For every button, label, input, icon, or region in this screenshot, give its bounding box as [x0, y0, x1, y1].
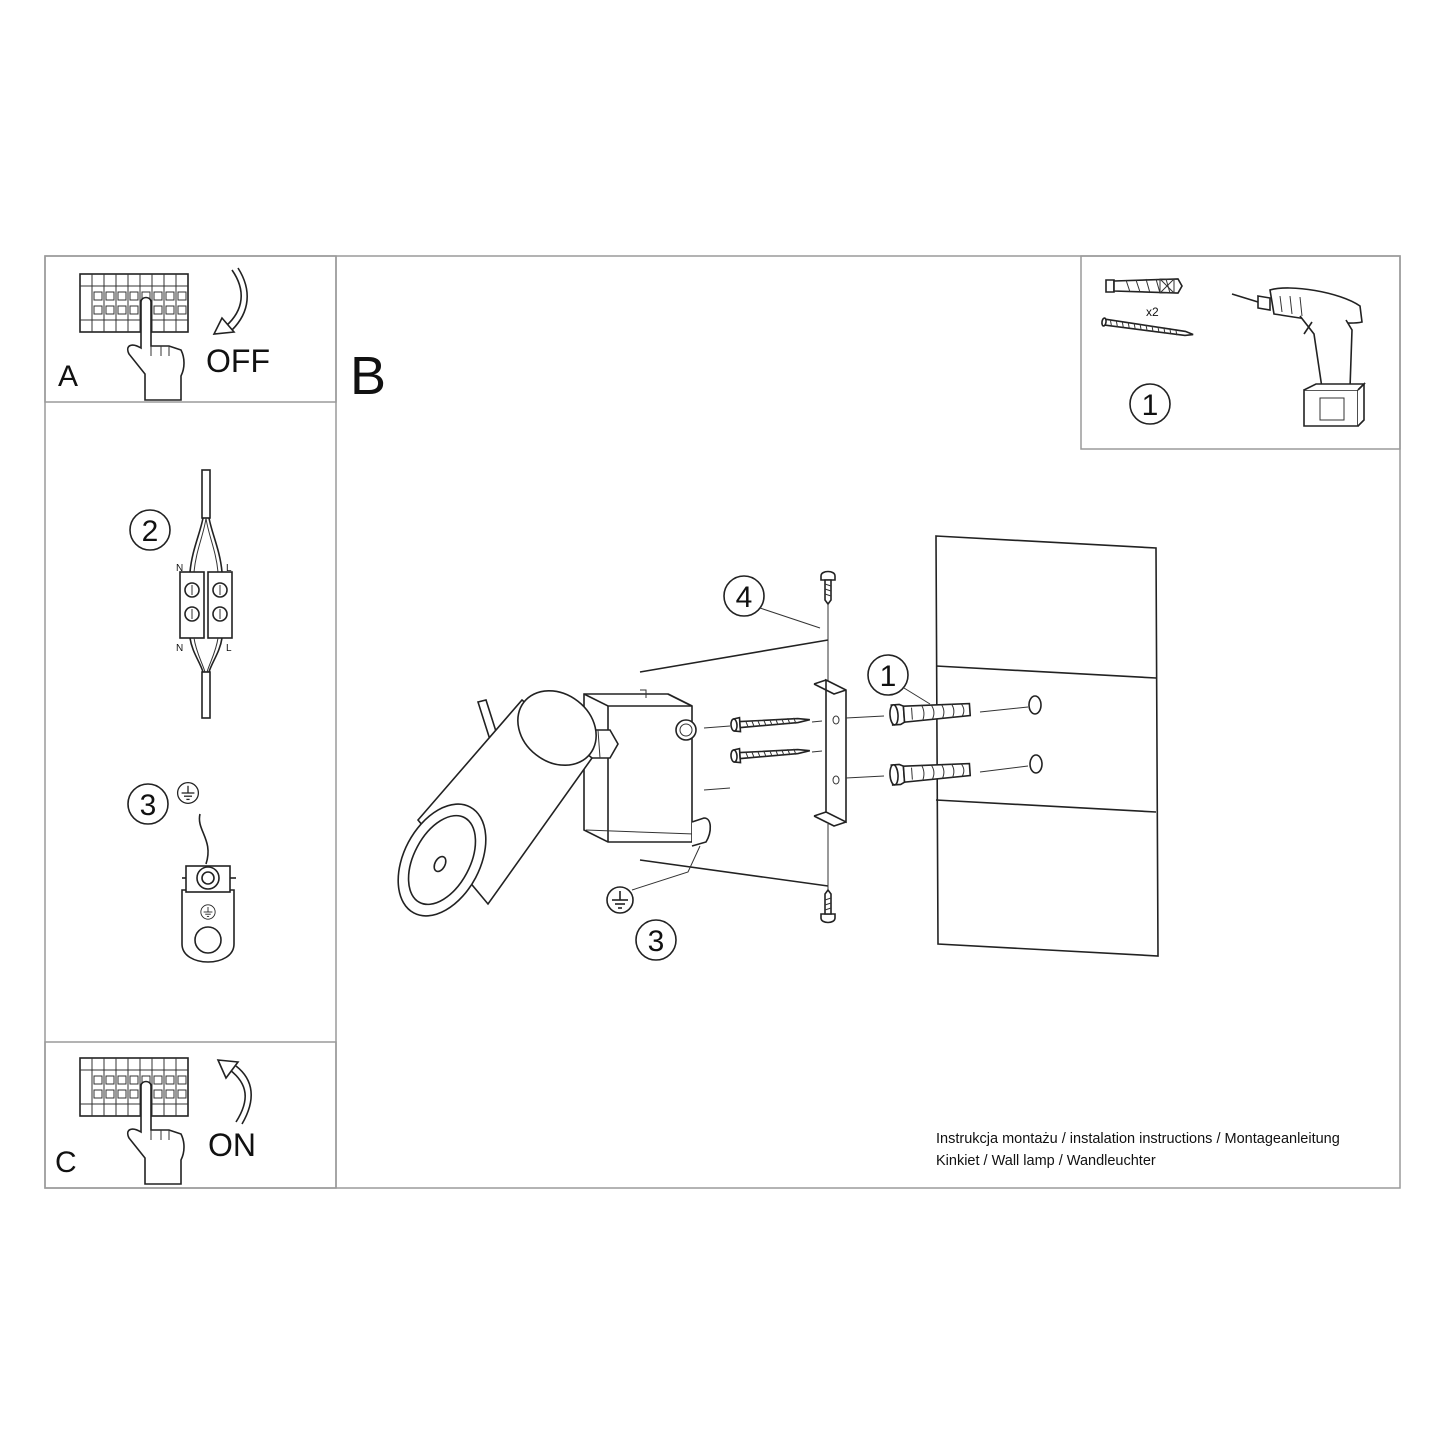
- spotlight-icon: [397, 689, 712, 917]
- arrow-up-icon: [216, 1059, 252, 1125]
- earth-leader-line: [631, 845, 701, 891]
- panel-a-letter: A: [58, 360, 78, 393]
- tools-step-number: 1: [1142, 389, 1159, 422]
- bracket-callout-badge: 4: [723, 575, 765, 617]
- arrow-down-icon: [212, 267, 248, 335]
- panel-c: C ON: [44, 1041, 337, 1189]
- earth-step-number: 3: [140, 789, 157, 822]
- earth-callout-badge: 3: [635, 919, 677, 961]
- wall-section: [935, 535, 1159, 957]
- screw-axis-lines: [703, 706, 1029, 791]
- screw-icon: [729, 742, 812, 764]
- panel-c-letter: C: [55, 1146, 77, 1179]
- earth-terminal-icon: [181, 865, 236, 963]
- panel-a-state: OFF: [206, 343, 270, 379]
- dowel-callout-number: 1: [880, 660, 897, 693]
- ground-symbol-icon: [606, 886, 634, 914]
- circuit-breaker-icon: [79, 273, 189, 333]
- bracket-callout-number: 4: [736, 581, 753, 614]
- wiring-label-n-top: N: [176, 563, 183, 574]
- earth-step: 3: [127, 781, 236, 963]
- ground-symbol-icon: [176, 781, 200, 805]
- wall-plug-icon: [1105, 278, 1183, 294]
- wiring-step-number: 2: [142, 515, 159, 548]
- wall-plate-outline: [639, 639, 829, 887]
- earth-step-badge: 3: [127, 783, 169, 825]
- wiring-step-badge: 2: [129, 509, 171, 551]
- dowel-callout-badge: 1: [867, 654, 909, 696]
- mounting-bracket-icon: [813, 570, 847, 924]
- circuit-breaker-icon: [79, 1057, 189, 1117]
- panel-c-state: ON: [208, 1127, 256, 1163]
- bracket-leader-line: [759, 607, 821, 629]
- sheet-frame: [44, 255, 1401, 1189]
- tools-step-badge: 1: [1129, 383, 1171, 425]
- terminal-block-icon: [179, 469, 233, 719]
- footer-line-2: Kinkiet / Wall lamp / Wandleuchter: [936, 1153, 1156, 1169]
- dowel-leader-line: [903, 687, 931, 705]
- wiring-label-l-top: L: [226, 563, 232, 574]
- footer-line-1: Instrukcja montażu / instalation instruc…: [936, 1131, 1340, 1147]
- panel-a: A OFF: [44, 255, 337, 403]
- tools-panel: x2 1: [1080, 255, 1401, 450]
- wiring-label-l-bottom: L: [226, 643, 232, 654]
- earth-wire: [198, 813, 209, 865]
- wall-plug-icon: [888, 758, 972, 786]
- assembly-diagram: 3 4: [397, 535, 1159, 961]
- panel-b-letter: B: [350, 346, 386, 406]
- earth-callout-number: 3: [648, 925, 665, 958]
- drill-icon: [1231, 287, 1366, 427]
- tools-quantity: x2: [1146, 305, 1159, 319]
- screw-icon: [729, 711, 812, 733]
- wiring-label-n-bottom: N: [176, 643, 183, 654]
- panel-b: B: [335, 256, 386, 1188]
- screw-icon: [1101, 317, 1194, 337]
- wiring-step: 2 N L N: [129, 469, 233, 719]
